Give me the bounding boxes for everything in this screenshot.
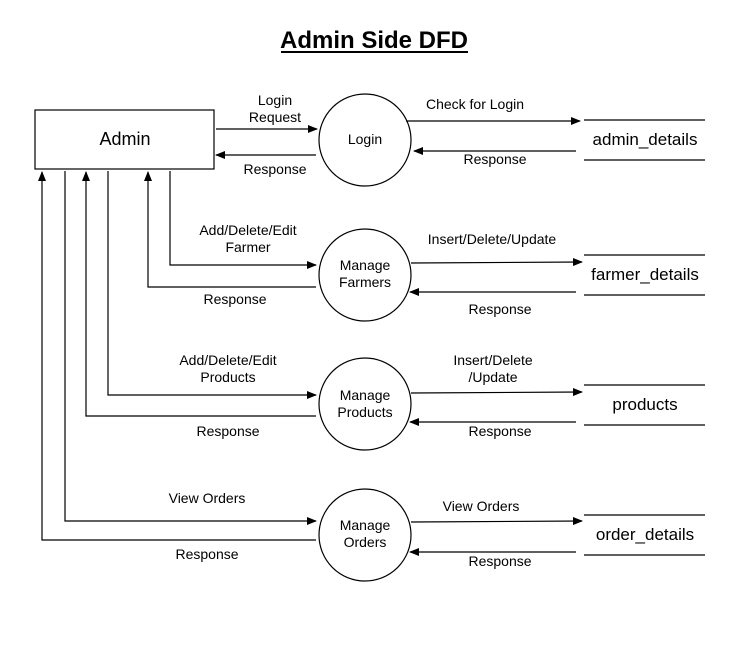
flow-orders-to-admin-label: Response — [175, 546, 238, 562]
flow-products-to-store-label-2: /Update — [468, 369, 517, 385]
process-manage-orders-label-2: Orders — [344, 534, 387, 550]
flow-orders-to-admin — [38, 171, 316, 541]
flow-products-to-admin — [82, 171, 316, 417]
flow-products-to-admin-label: Response — [196, 423, 259, 439]
process-manage-products-label-1: Manage — [340, 387, 391, 403]
store-farmer-details[interactable]: farmer_details — [584, 254, 705, 296]
flow-farmers-to-store — [410, 258, 583, 267]
process-login[interactable] — [318, 93, 412, 187]
flow-store-to-orders-label: Response — [468, 553, 531, 569]
flow-admin-to-farmers-label-1: Add/Delete/Edit — [199, 222, 296, 238]
admin-entity-box[interactable] — [34, 109, 215, 170]
flow-store-to-login-label: Response — [463, 151, 526, 167]
flow-orders-to-store — [410, 517, 583, 526]
flow-products-to-store — [410, 388, 583, 397]
process-manage-farmers[interactable] — [318, 228, 412, 322]
store-admin-details[interactable]: admin_details — [584, 119, 705, 161]
process-manage-products[interactable] — [318, 357, 412, 451]
diagram-title: Admin Side DFD — [280, 27, 468, 54]
flow-store-to-products-label: Response — [468, 423, 531, 439]
flow-farmers-to-admin-label: Response — [203, 291, 266, 307]
flow-admin-to-farmers — [169, 171, 317, 269]
flow-admin-to-products-label-2: Products — [200, 369, 255, 385]
store-farmer-details-label: farmer_details — [591, 265, 699, 284]
process-manage-farmers-label-2: Farmers — [339, 274, 391, 290]
store-order-details[interactable]: order_details — [584, 514, 705, 556]
process-login-label: Login — [348, 131, 382, 147]
process-manage-orders[interactable] — [318, 488, 412, 582]
flow-admin-to-products — [107, 171, 317, 399]
process-manage-products-label-2: Products — [337, 404, 392, 420]
admin-entity-label: Admin — [99, 129, 150, 149]
flow-admin-to-farmers-label-2: Farmer — [225, 239, 270, 255]
flow-farmers-to-admin — [144, 171, 316, 288]
flow-admin-to-orders — [64, 171, 317, 525]
flow-admin-to-products-label-1: Add/Delete/Edit — [179, 352, 276, 368]
store-products[interactable]: products — [584, 384, 705, 426]
flow-admin-to-login-label-1: Login — [258, 92, 292, 108]
store-products-label: products — [612, 395, 677, 414]
flow-products-to-store-label-1: Insert/Delete — [453, 352, 533, 368]
process-manage-orders-label-1: Manage — [340, 517, 391, 533]
store-order-details-label: order_details — [596, 525, 694, 544]
store-admin-details-label: admin_details — [593, 130, 698, 149]
process-manage-farmers-label-1: Manage — [340, 257, 391, 273]
flow-admin-to-login-label-2: Request — [249, 109, 301, 125]
flow-admin-to-orders-label: View Orders — [169, 490, 246, 506]
flow-farmers-to-store-label: Insert/Delete/Update — [428, 231, 557, 247]
flow-store-to-farmers-label: Response — [468, 301, 531, 317]
flow-login-to-store-label: Check for Login — [426, 96, 524, 112]
flow-orders-to-store-label: View Orders — [443, 498, 520, 514]
flow-login-to-admin-label: Response — [243, 161, 306, 177]
